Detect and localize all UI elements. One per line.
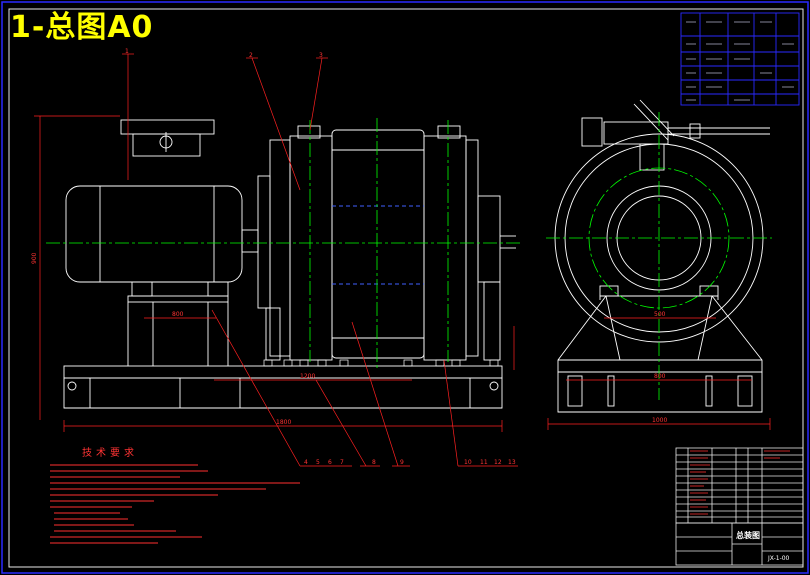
title-block-name: 总装图 <box>736 530 760 540</box>
balloon-9: 9 <box>400 459 404 466</box>
front-hidden-lines <box>332 205 424 285</box>
front-dimension-texts: 800 1200 1800 900 <box>31 252 315 426</box>
tech-requirements-title: 技术要求 <box>82 448 138 459</box>
side-view <box>554 99 770 413</box>
front-view <box>63 119 516 409</box>
front-dimensions <box>34 53 518 467</box>
sheet-border-inner <box>8 8 804 568</box>
balloon-7: 7 <box>340 459 344 466</box>
balloon-5: 5 <box>316 459 320 466</box>
bom-table <box>675 447 804 524</box>
side-dimensions <box>547 317 771 430</box>
balloon-3: 3 <box>319 52 323 59</box>
side-centerlines <box>546 112 772 400</box>
balloon-4: 4 <box>304 459 308 466</box>
info-table-marks <box>686 21 794 101</box>
front-centerlines <box>46 118 520 368</box>
svg-text:1200: 1200 <box>300 373 315 380</box>
balloon-1: 1 <box>125 48 129 55</box>
balloon-2: 2 <box>249 52 253 59</box>
tech-requirement-lines <box>50 464 300 544</box>
balloon-8: 8 <box>372 459 376 466</box>
info-table <box>680 12 800 106</box>
title-block <box>675 522 804 566</box>
balloon-11: 11 <box>480 459 488 466</box>
balloon-12: 12 <box>494 459 502 466</box>
title-block-code: JX-1-00 <box>767 555 790 562</box>
svg-text:500: 500 <box>654 311 666 318</box>
drawing-title: 1-总图A0 <box>10 10 154 45</box>
bom-marks <box>690 450 790 515</box>
side-dimension-texts: 1000 800 500 <box>652 311 667 424</box>
part-balloons: 1 2 3 4 5 6 7 8 9 10 11 12 13 <box>125 48 516 466</box>
balloon-13: 13 <box>508 459 516 466</box>
svg-text:800: 800 <box>172 311 184 318</box>
svg-text:900: 900 <box>31 252 38 264</box>
svg-text:1800: 1800 <box>276 419 291 426</box>
balloon-10: 10 <box>464 459 472 466</box>
balloon-6: 6 <box>328 459 332 466</box>
svg-text:800: 800 <box>654 373 666 380</box>
svg-text:1000: 1000 <box>652 417 667 424</box>
